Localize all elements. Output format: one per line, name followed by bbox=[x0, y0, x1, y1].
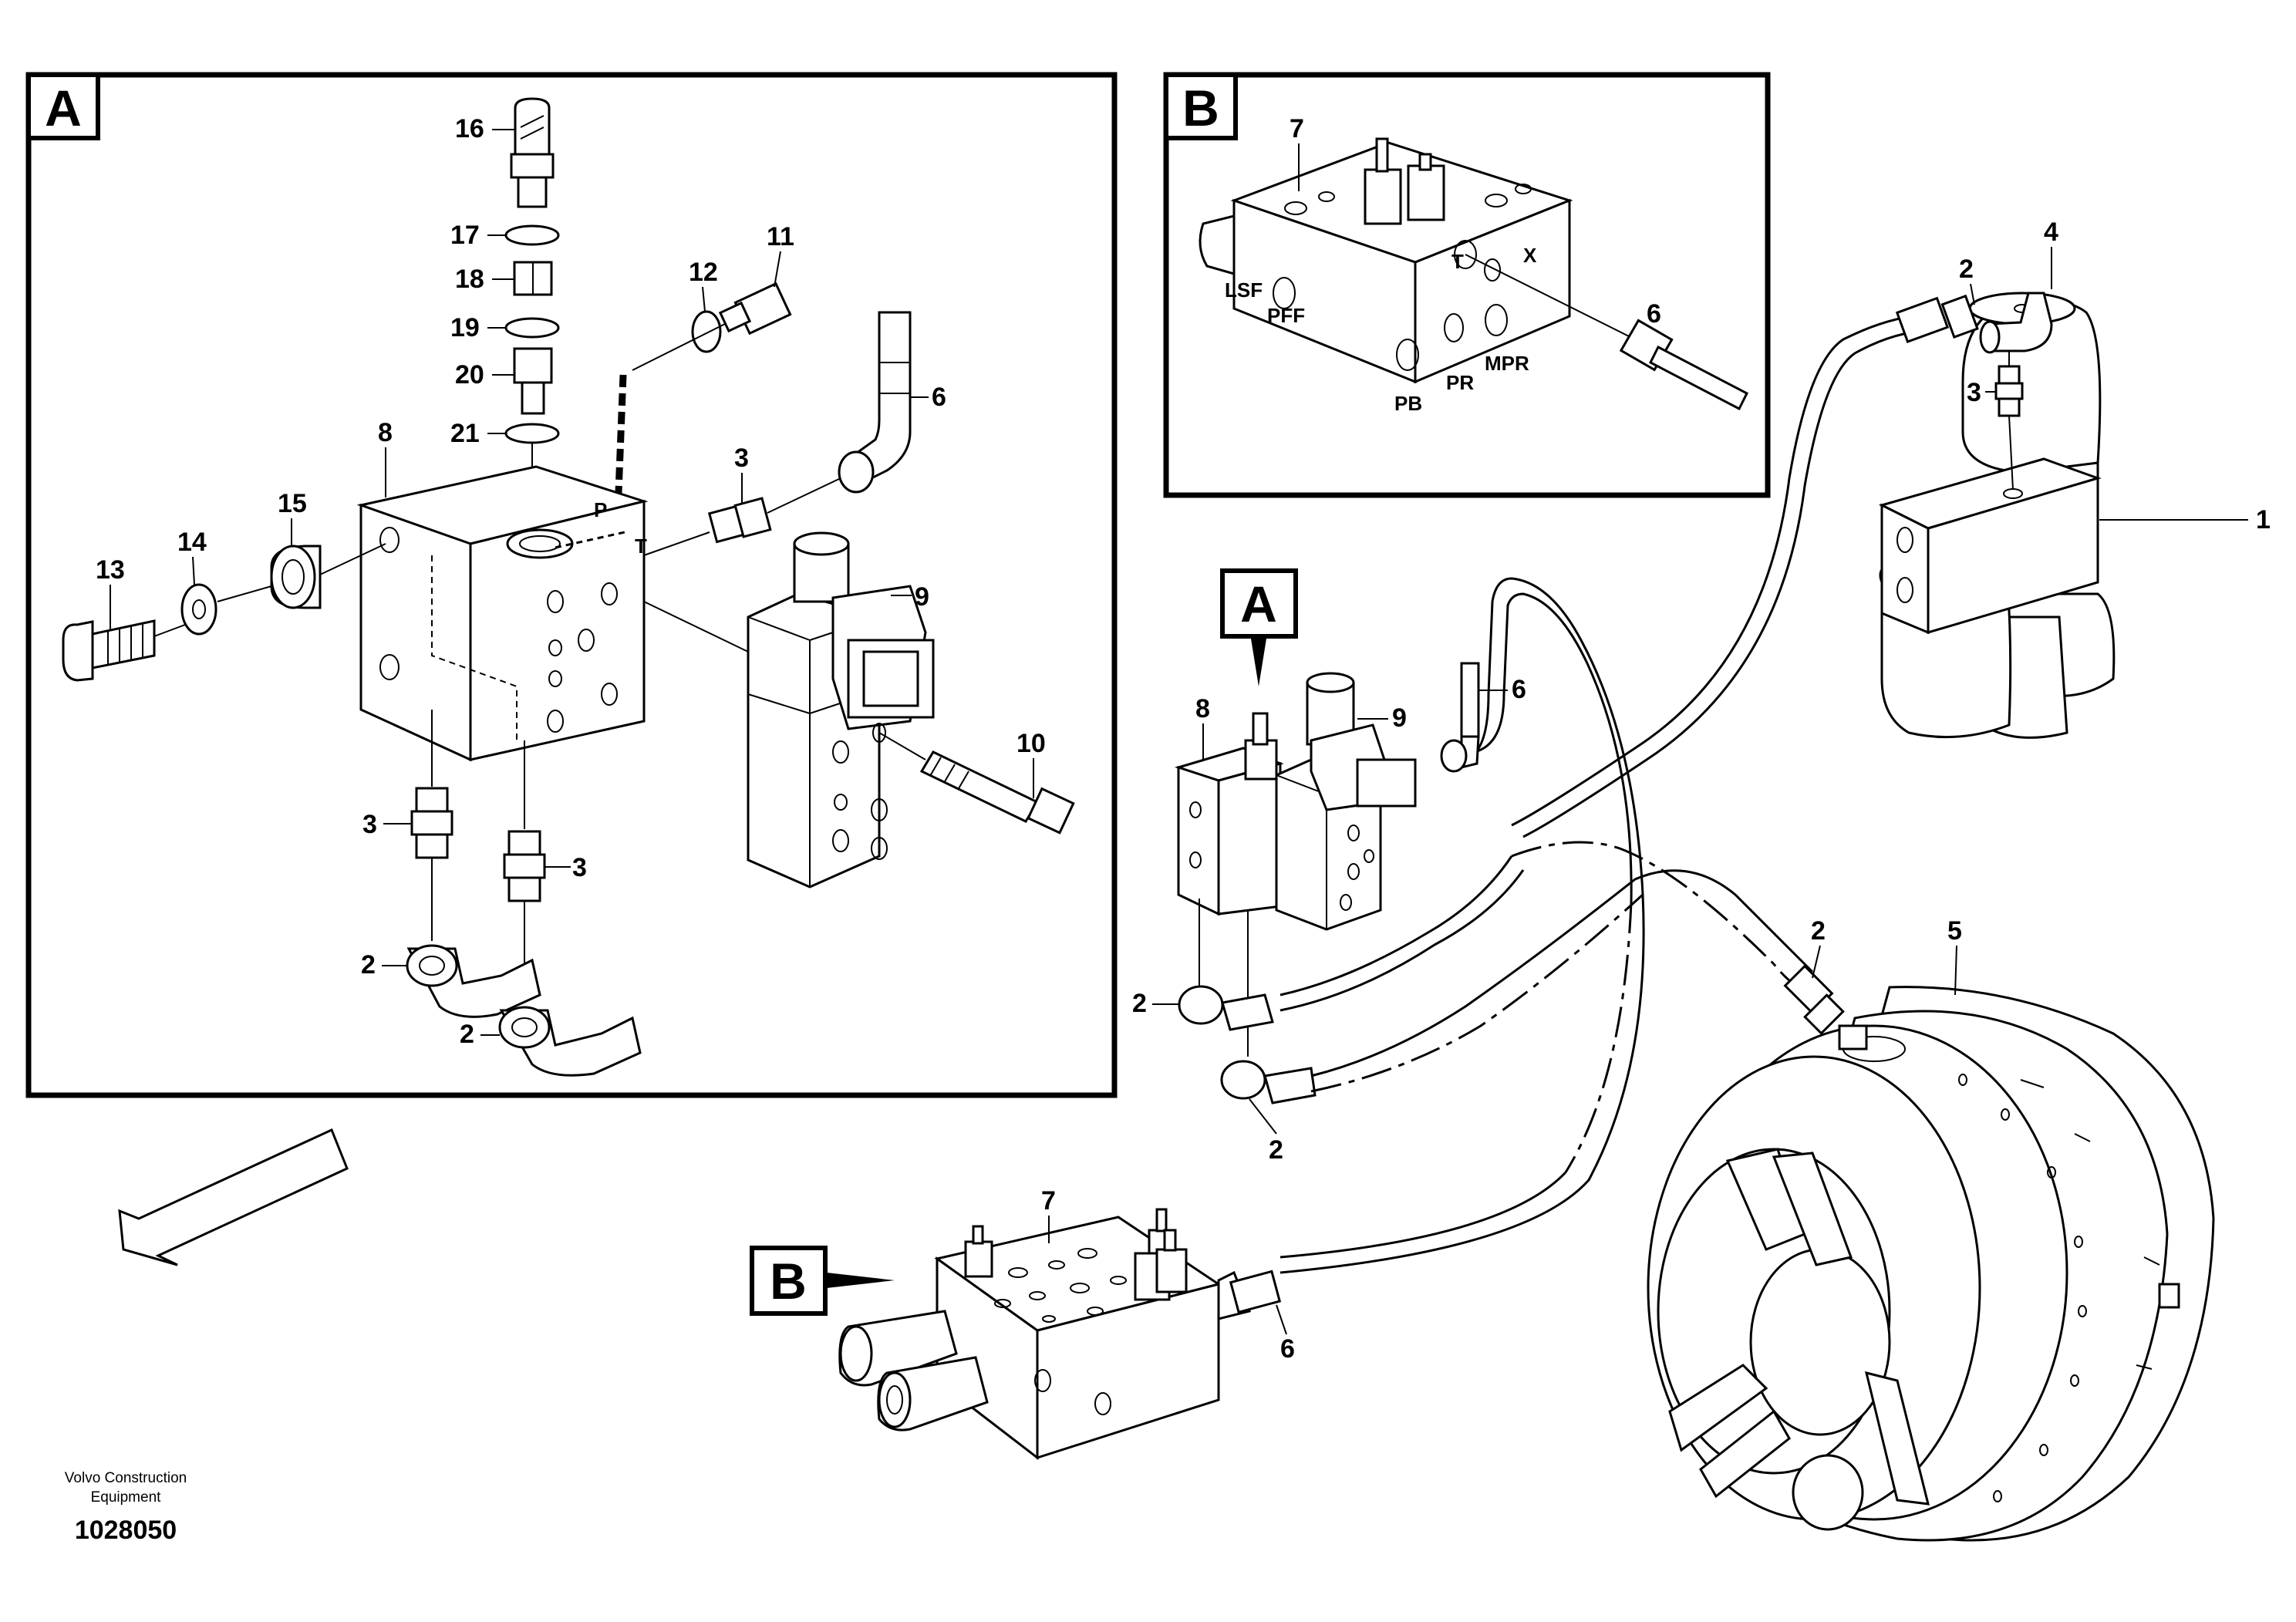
callout-b-7: 7 bbox=[1290, 114, 1304, 143]
callout-main-2-top: 2 bbox=[1959, 255, 1974, 284]
detail-b-panel: B bbox=[1163, 72, 1771, 498]
callout-a-3-top: 3 bbox=[734, 443, 749, 473]
callout-main-5: 5 bbox=[1947, 916, 1962, 946]
part-2-elbow-main-valve-lower bbox=[1220, 1060, 1317, 1104]
callout-main-4: 4 bbox=[2044, 218, 2058, 247]
port-lsf: LSF bbox=[1225, 278, 1263, 302]
port-t: T bbox=[1451, 250, 1464, 273]
callout-main-6-manifold: 6 bbox=[1280, 1334, 1295, 1364]
callout-main-7: 7 bbox=[1041, 1186, 1056, 1216]
part-3-nipple-lower-left bbox=[410, 787, 453, 859]
part-2-elbow-main-valve-upper bbox=[1178, 985, 1274, 1031]
company-line-2: Equipment bbox=[91, 1489, 162, 1506]
pointer-b: B bbox=[750, 1246, 895, 1316]
hoses bbox=[1279, 294, 1979, 1274]
port-label-t: T bbox=[635, 534, 647, 558]
detail-a-panel: A bbox=[25, 72, 1118, 1098]
part-21-o-ring bbox=[504, 423, 560, 444]
port-pr: PR bbox=[1446, 371, 1474, 394]
part-19-o-ring bbox=[504, 317, 560, 339]
part-3-nipple-accumulator bbox=[1994, 365, 2024, 417]
callout-a-9: 9 bbox=[915, 582, 929, 612]
callout-main-8: 8 bbox=[1195, 694, 1210, 723]
callout-a-12: 12 bbox=[689, 258, 718, 287]
part-20-reducer bbox=[513, 347, 553, 415]
main-callouts: 2 4 3 1 8 9 6 2 2 2 5 7 6 bbox=[1041, 218, 2271, 1364]
callout-b-6: 6 bbox=[1647, 299, 1661, 329]
callout-a-20: 20 bbox=[455, 360, 484, 389]
callout-a-2-lower: 2 bbox=[460, 1020, 474, 1049]
figure-number: 1028050 bbox=[75, 1516, 177, 1545]
callout-a-6: 6 bbox=[932, 383, 946, 412]
part-8-valve-block-main bbox=[1174, 712, 1284, 916]
callout-main-3: 3 bbox=[1967, 378, 1981, 407]
part-9-solenoid-valve-main bbox=[1275, 672, 1417, 931]
part-3-nipple-lower-right bbox=[503, 830, 546, 902]
part-2-elbow-detail-a-upper bbox=[406, 944, 541, 1018]
callout-a-17: 17 bbox=[450, 221, 480, 250]
callout-a-14: 14 bbox=[177, 528, 207, 557]
callout-a-16: 16 bbox=[455, 114, 484, 143]
callout-a-10: 10 bbox=[1017, 729, 1046, 758]
part-16-test-coupling bbox=[510, 97, 555, 208]
part-9-solenoid-valve bbox=[747, 531, 935, 889]
footer: Volvo Construction Equipment 1028050 bbox=[65, 1470, 187, 1545]
pointer-a-label: A bbox=[1240, 575, 1277, 632]
pointer-a: A bbox=[1220, 568, 1298, 686]
part-8-valve-block bbox=[356, 465, 649, 762]
part-17-o-ring bbox=[504, 224, 560, 246]
callout-main-6-valve: 6 bbox=[1512, 675, 1526, 704]
part-6-hose-detail-b bbox=[1619, 319, 1749, 411]
detail-a-callouts: 16 17 18 19 20 21 11 12 6 8 15 14 13 3 9… bbox=[96, 114, 1046, 1049]
callout-main-2-valve-upper: 2 bbox=[1132, 989, 1147, 1018]
part-2-elbow-detail-a-lower bbox=[498, 1006, 642, 1077]
part-14-washer bbox=[180, 583, 217, 636]
part-10-screw bbox=[919, 750, 1075, 835]
direction-arrow bbox=[118, 1128, 349, 1266]
part-12-seal bbox=[691, 310, 722, 353]
pointer-b-label: B bbox=[770, 1253, 807, 1310]
part-3-nipple-top bbox=[707, 497, 772, 544]
detail-b-label: B bbox=[1182, 79, 1219, 137]
part-11-plug bbox=[718, 282, 792, 336]
port-pb: PB bbox=[1394, 392, 1422, 415]
part-6-hose-detail-a bbox=[838, 311, 912, 494]
callout-a-13: 13 bbox=[96, 555, 125, 585]
callout-a-3-right: 3 bbox=[572, 853, 587, 882]
port-label-p: P bbox=[594, 498, 607, 521]
part-7-manifold-main bbox=[838, 1208, 1282, 1461]
detail-b-label-box bbox=[1164, 73, 1238, 140]
callout-a-21: 21 bbox=[450, 419, 480, 448]
callout-a-8: 8 bbox=[378, 418, 393, 447]
callout-a-18: 18 bbox=[455, 265, 484, 294]
part-18-adapter bbox=[513, 261, 553, 296]
callout-a-11: 11 bbox=[767, 222, 794, 251]
detail-b-callouts: 7 6 LSF PFF T X PB PR MPR bbox=[1225, 114, 1661, 415]
part-5-travel-motor bbox=[1647, 986, 2215, 1542]
port-pff: PFF bbox=[1267, 304, 1305, 327]
detail-a-label-box bbox=[26, 73, 100, 140]
callout-main-2-valve-lower: 2 bbox=[1269, 1135, 1283, 1165]
part-13-bolt bbox=[62, 619, 156, 682]
company-line-1: Volvo Construction bbox=[65, 1470, 187, 1486]
part-7-manifold-detail-b bbox=[1199, 137, 1573, 384]
part-1-accumulator-block bbox=[1878, 292, 2116, 739]
part-4-elbow-accumulator bbox=[1979, 292, 2053, 354]
callout-a-2-upper: 2 bbox=[361, 950, 376, 980]
callout-main-1: 1 bbox=[2256, 505, 2271, 534]
callout-main-2-motor: 2 bbox=[1811, 916, 1826, 946]
callout-a-19: 19 bbox=[450, 313, 480, 342]
callout-main-9: 9 bbox=[1392, 703, 1407, 733]
part-15-spacer bbox=[270, 545, 322, 609]
detail-a-label: A bbox=[45, 79, 82, 137]
port-x: X bbox=[1523, 244, 1537, 267]
callout-a-15: 15 bbox=[278, 489, 307, 518]
callout-a-3-left: 3 bbox=[362, 810, 377, 839]
port-mpr: MPR bbox=[1485, 352, 1529, 375]
